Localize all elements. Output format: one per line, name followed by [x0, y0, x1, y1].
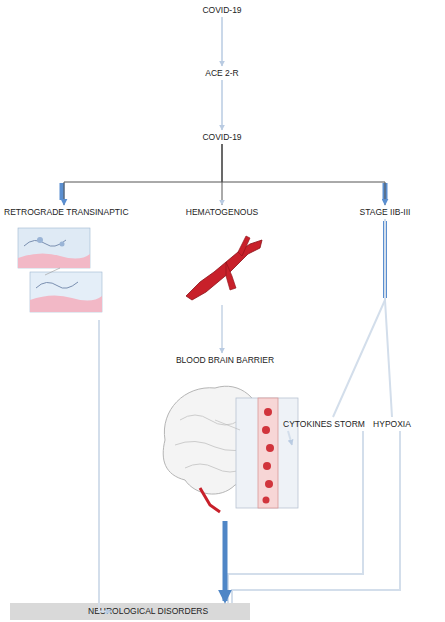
flow-connector: [221, 305, 223, 353]
flow-connector: [222, 144, 223, 205]
branch-stub: [383, 183, 388, 200]
flow-connector: [221, 17, 223, 66]
flow-connector: [228, 431, 363, 603]
flow-node: STAGE IIB-III: [335, 205, 435, 219]
flow-connector: [221, 80, 223, 130]
node-label: HEMATOGENOUS: [172, 205, 272, 219]
flow-node: RETROGRADE TRANSINAPTIC: [4, 205, 124, 320]
blood-vessel-illustration: [186, 236, 262, 300]
flow-node: ACE 2-R: [172, 66, 272, 80]
node-label: STAGE IIB-III: [335, 205, 435, 219]
flow-node: COVID-19: [172, 130, 272, 144]
flow-connector: [64, 144, 222, 205]
node-label: NEUROLOGICAL DISORDERS: [88, 603, 250, 620]
node-label: CYTOKINES STORM: [283, 417, 363, 431]
outcome-band: NEUROLOGICAL DISORDERS: [10, 603, 250, 620]
brain-barrier-illustration: [163, 386, 298, 512]
flow-connector: [232, 431, 400, 603]
flow-node: COVID-19: [172, 3, 272, 17]
node-label: COVID-19: [172, 3, 272, 17]
branch-stub: [60, 183, 65, 200]
flow-connector: [385, 219, 392, 417]
node-label: RETROGRADE TRANSINAPTIC: [4, 205, 124, 219]
flow-node: CYTOKINES STORM: [283, 417, 363, 431]
flow-connector: [288, 431, 292, 445]
flow-node: HEMATOGENOUS: [172, 205, 272, 305]
flow-connector: [222, 144, 385, 205]
node-label: BLOOD BRAIN BARRIER: [150, 353, 300, 367]
node-label: HYPOXIA: [372, 417, 412, 431]
flow-node: HYPOXIA: [372, 417, 412, 431]
node-label: COVID-19: [172, 130, 272, 144]
flow-connector: [223, 521, 228, 601]
olfactory-illustration: [18, 228, 102, 312]
flow-connector: [99, 320, 111, 612]
flow-node: BLOOD BRAIN BARRIER: [150, 353, 300, 521]
node-label: ACE 2-R: [172, 66, 272, 80]
trunk-line: [383, 221, 387, 298]
flow-connector: [333, 219, 385, 417]
